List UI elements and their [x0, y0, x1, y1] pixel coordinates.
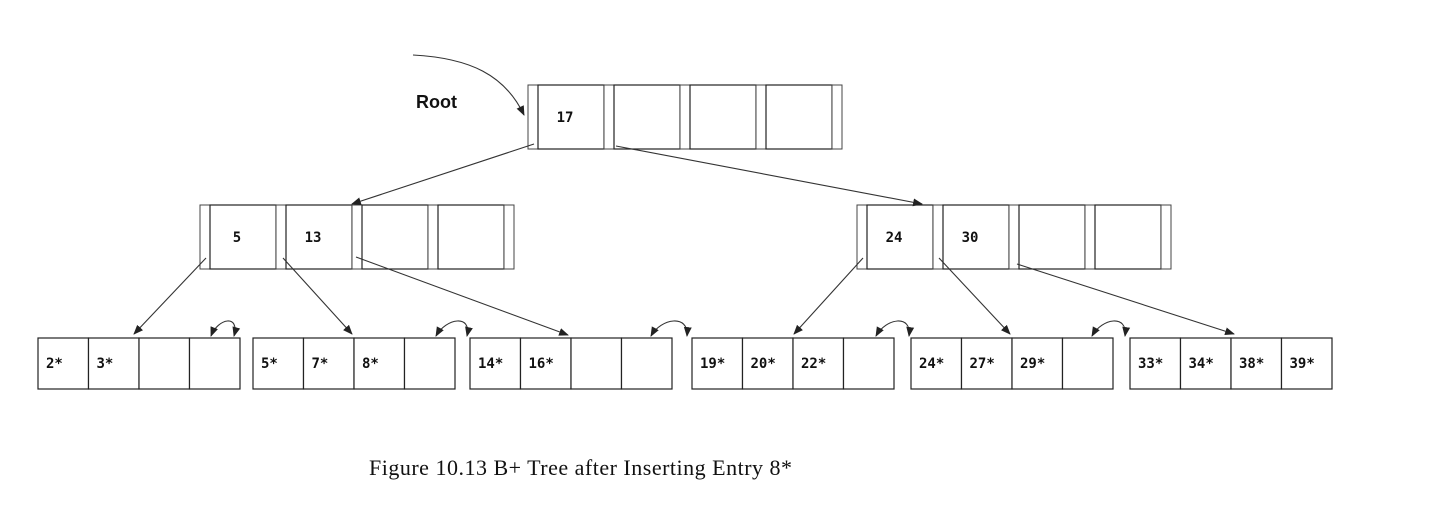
internal-node-left: 5 13 — [199, 204, 515, 270]
leaf-entry: 8* — [362, 356, 379, 372]
leaf-entry: 5* — [261, 356, 278, 372]
leaf-cell — [519, 337, 572, 390]
leaf-cell — [1129, 337, 1182, 390]
key-cell — [437, 204, 505, 270]
key-cell — [689, 84, 757, 150]
pointer-slot — [351, 204, 363, 270]
leaf-entry: 19* — [700, 356, 725, 372]
leaf-entry: 38* — [1239, 356, 1264, 372]
edge-right-to-leaf4 — [793, 257, 864, 335]
key-cell — [613, 84, 681, 150]
pointer-slot — [603, 84, 615, 150]
key-cell — [285, 204, 353, 270]
root-pointer-arrow — [412, 54, 525, 116]
leaf-cell — [87, 337, 140, 390]
pointer-slot — [831, 84, 843, 150]
leaf-cell — [188, 337, 241, 390]
edge-right-to-leaf5 — [938, 257, 1011, 335]
sibling-link-3-4 — [650, 320, 692, 337]
leaf-entry: 27* — [970, 356, 995, 372]
leaf-entry: 34* — [1189, 356, 1214, 372]
tree-nodes: 17 5 13 24 30 2* 3* 5* 7* 8* 14* 16* 19* 20* 22* 24* 27*… — [37, 84, 1333, 390]
leaf-cell — [741, 337, 794, 390]
leaf-entry: 29* — [1020, 356, 1045, 372]
leaf-sibling-links — [210, 320, 1131, 337]
edge-left-to-leaf3 — [355, 256, 569, 336]
key-cell — [1018, 204, 1086, 270]
tree-edges — [133, 143, 1235, 336]
key-cell — [209, 204, 277, 270]
internal-node-right: 24 30 — [856, 204, 1172, 270]
edge-right-to-leaf6 — [1016, 263, 1235, 336]
key-cell — [1094, 204, 1162, 270]
pointer-slot — [1008, 204, 1020, 270]
leaf-cell — [252, 337, 305, 390]
pointer-slot — [679, 84, 691, 150]
node-key: 17 — [557, 110, 574, 126]
leaf-cell — [1011, 337, 1064, 390]
leaf-node: 5* 7* 8* — [252, 337, 456, 390]
leaf-node: 19* 20* 22* — [691, 337, 895, 390]
leaf-node: 14* 16* — [469, 337, 673, 390]
leaf-entry: 39* — [1290, 356, 1315, 372]
leaf-cell — [1061, 337, 1114, 390]
pointer-slot — [755, 84, 767, 150]
pointer-slot — [1084, 204, 1096, 270]
leaf-cell — [37, 337, 90, 390]
edge-left-to-leaf2 — [282, 257, 353, 335]
leaf-entry: 7* — [312, 356, 329, 372]
sibling-link-4-5 — [875, 320, 915, 337]
sibling-link-1-2 — [210, 320, 241, 337]
leaf-node: 33* 34* 38* 39* — [1129, 337, 1333, 390]
edge-root-to-left — [351, 143, 535, 205]
leaf-entry: 22* — [801, 356, 826, 372]
pointer-slot — [427, 204, 439, 270]
key-cell — [361, 204, 429, 270]
figure-caption: Figure 10.13 B+ Tree after Inserting Ent… — [369, 455, 793, 480]
leaf-entry: 3* — [97, 356, 114, 372]
key-cell — [942, 204, 1010, 270]
node-key: 30 — [962, 230, 979, 246]
node-key: 24 — [886, 230, 903, 246]
node-key: 13 — [305, 230, 322, 246]
node-key: 5 — [233, 230, 241, 246]
leaf-cell — [469, 337, 522, 390]
leaf-entry: 33* — [1138, 356, 1163, 372]
pointer-slot — [1160, 204, 1172, 270]
key-cell — [765, 84, 833, 150]
leaf-cell — [403, 337, 456, 390]
leaf-cell — [691, 337, 744, 390]
edge-root-to-right — [615, 145, 923, 207]
leaf-entry: 2* — [46, 356, 63, 372]
pointer-slot — [932, 204, 944, 270]
leaf-cell — [138, 337, 191, 390]
leaf-cell — [302, 337, 355, 390]
pointer-slot — [503, 204, 515, 270]
leaf-cell — [570, 337, 623, 390]
leaf-entry: 16* — [529, 356, 554, 372]
leaf-entry: 24* — [919, 356, 944, 372]
leaf-cell — [620, 337, 673, 390]
leaf-cell — [842, 337, 895, 390]
leaf-cell — [792, 337, 845, 390]
leaf-node: 2* 3* — [37, 337, 241, 390]
leaf-entry: 20* — [751, 356, 776, 372]
edge-left-to-leaf1 — [133, 257, 207, 335]
leaf-cell — [1280, 337, 1333, 390]
sibling-link-2-3 — [435, 320, 473, 337]
leaf-node: 24* 27* 29* — [910, 337, 1114, 390]
leaf-cell — [353, 337, 406, 390]
pointer-slot — [527, 84, 539, 150]
sibling-link-5-6 — [1091, 320, 1131, 337]
root-label: Root — [416, 92, 457, 112]
root-node: 17 — [527, 84, 843, 150]
leaf-entry: 14* — [478, 356, 503, 372]
